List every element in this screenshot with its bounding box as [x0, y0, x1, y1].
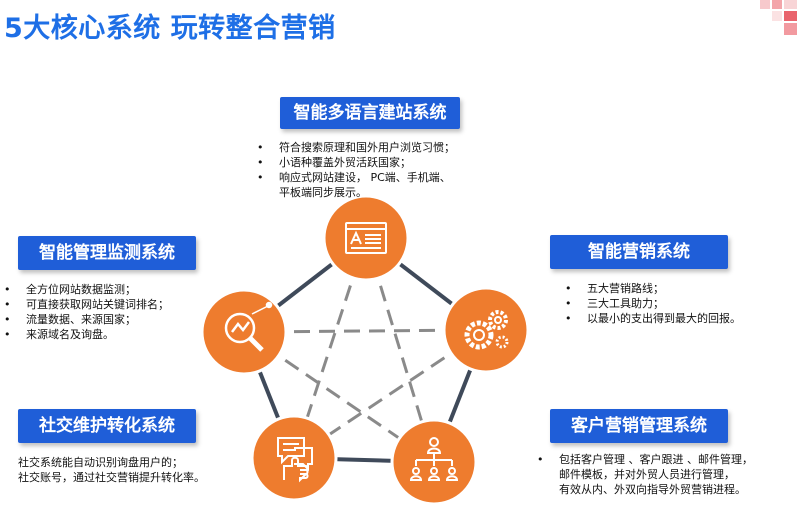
list-item: 响应式网站建设， PC端、手机端、 [255, 170, 455, 185]
node-website[interactable] [322, 194, 410, 282]
label-marketing-system: 智能营销系统 [550, 235, 728, 269]
label-social-system: 社交维护转化系统 [18, 409, 196, 443]
gears-icon [464, 310, 509, 350]
monitor-features: 全方位网站数据监测； 可直接获取网站关键词排名； 流量数据、来源国家； 来源域名… [2, 282, 169, 342]
page-title: 5大核心系统 玩转整合营销 [4, 13, 336, 44]
list-item: 来源域名及询盘。 [2, 327, 169, 342]
label-customer-system: 客户营销管理系统 [550, 409, 728, 443]
node-monitor[interactable] [200, 288, 288, 376]
list-item: 平板端同步展示。 [279, 186, 367, 199]
list-item: 流量数据、来源国家； [2, 312, 169, 327]
list-item: 包括客户管理 、客户跟进 、邮件管理， [535, 452, 753, 467]
corner-decoration [760, 0, 797, 35]
node-social[interactable] [250, 414, 338, 502]
social-description: 社交系统能自动识别询盘用户的； 社交账号，通过社交营销提升转化率。 [18, 455, 205, 485]
node-marketing[interactable] [442, 286, 530, 374]
marketing-features: 五大营销路线； 三大工具助力； 以最小的支出得到最大的回报。 [563, 281, 741, 326]
node-customer[interactable] [390, 418, 478, 506]
list-item: 全方位网站数据监测； [2, 282, 169, 297]
text-line: 社交账号，通过社交营销提升转化率。 [18, 471, 205, 484]
label-website-system: 智能多语言建站系统 [280, 97, 460, 129]
webpage-icon [345, 222, 387, 254]
list-item: 有效从内、外双向指导外贸营销进程。 [559, 483, 746, 496]
list-item: 五大营销路线； [563, 281, 741, 296]
magnifier-analytics-icon [224, 301, 273, 352]
list-item: 小语种覆盖外贸活跃国家； [255, 155, 455, 170]
list-item: 以最小的支出得到最大的回报。 [563, 311, 741, 326]
label-monitor-system: 智能管理监测系统 [18, 236, 196, 270]
list-item: 三大工具助力； [563, 296, 741, 311]
list-item: 邮件模板，并对外贸人员进行管理， [559, 468, 735, 481]
list-item: 符合搜索原理和国外用户浏览习惯； [255, 140, 455, 155]
text-line: 社交系统能自动识别询盘用户的； [18, 456, 183, 469]
customer-features: 包括客户管理 、客户跟进 、邮件管理， 邮件模板，并对外贸人员进行管理， 有效从… [535, 452, 753, 497]
website-features: 符合搜索原理和国外用户浏览习惯； 小语种覆盖外贸活跃国家； 响应式网站建设， P… [255, 140, 455, 200]
org-chart-icon [409, 437, 459, 481]
list-item: 可直接获取网站关键词排名； [2, 297, 169, 312]
chat-hand-icon [277, 437, 313, 483]
